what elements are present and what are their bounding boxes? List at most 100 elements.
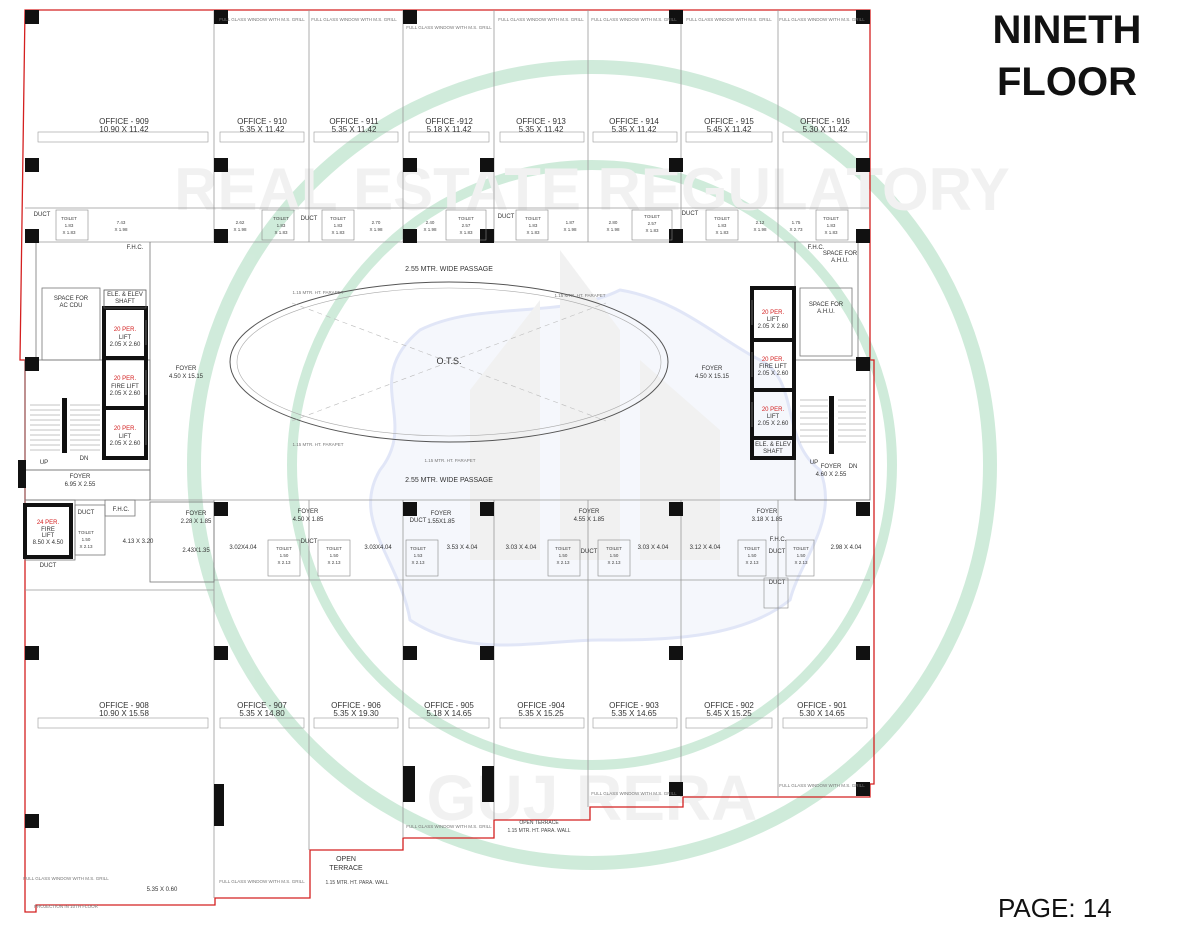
stair-up-right: UP [810, 460, 818, 466]
duct-label: DUCT [769, 580, 786, 586]
toilet-size-w: 1.83 [718, 223, 727, 228]
toilets-top-labels: TOILET 1.83 X 1.83 TOILET 1.83 X 1.83 TO… [61, 214, 839, 235]
office-906-size: 5.35 X 19.30 [333, 709, 379, 718]
balcony-h: X 1.98 [114, 227, 128, 232]
foyer-stair-right-name: FOYER [821, 464, 842, 470]
lift-right-1-size: 2.05 X 2.60 [758, 324, 789, 330]
duct-label: DUCT [498, 214, 515, 220]
balcony-w: 2.70 [372, 220, 381, 225]
parapet-notes: 1.15 MTR. HT. PARAPET 1.15 MTR. HT. PARA… [293, 290, 606, 463]
toilet-size-w: 1.83 [529, 223, 538, 228]
foyer-right-size: 4.50 X 15.15 [695, 374, 730, 380]
lift-right-3-name: LIFT [767, 414, 780, 420]
balcony-h: X 1.98 [423, 227, 437, 232]
lift-left-2-name: FIRE LIFT [111, 384, 139, 390]
building-boundary [19, 9, 875, 913]
shaft-left-outline [103, 289, 147, 309]
room-size: 3.53 X 4.04 [447, 545, 478, 551]
office-913-name: OFFICE - 913 [516, 117, 566, 126]
office-909-name: OFFICE - 909 [99, 117, 149, 126]
foyer-bottom-3-size: 1.55X1.85 [427, 519, 455, 525]
core-walls [24, 242, 871, 583]
foyer-bottom-4-name: FOYER [579, 509, 600, 515]
toilet-size-w: 1.50 [748, 553, 757, 558]
toilet-label: TOILET [606, 546, 622, 551]
foyer-left-size: 4.50 X 15.15 [169, 374, 204, 380]
room-size: 4.13 X 3.20 [123, 539, 154, 545]
toilet-label: TOILET [326, 546, 342, 551]
balcony-w: 1.87 [566, 220, 575, 225]
office-partitions-top [25, 10, 870, 243]
watermark-text: REAL ESTATE REGULATORY [174, 156, 1010, 223]
parapet-note: 1.15 MTR. HT. PARAPET [293, 290, 344, 295]
window-note: FULL GLASS WINDOW WITH M.S. GRILL [686, 17, 772, 22]
toilet-size-w: 1.50 [610, 553, 619, 558]
parapet-note: 1.15 MTR. HT. PARAPET [555, 293, 606, 298]
window-note: FULL GLASS WINDOW WITH M.S. GRILL [591, 17, 677, 22]
toilet-size-h: X 2.13 [411, 560, 425, 565]
foyer-bottom-2-name: FOYER [298, 509, 319, 515]
toilet-label: TOILET [714, 216, 730, 221]
duct-label: DUCT [34, 212, 51, 218]
staircase-left [30, 404, 100, 451]
fire-lift-left-name: FIRE [41, 527, 55, 533]
duct-label: DUCT [410, 518, 427, 524]
balcony-w: 2.62 [236, 220, 245, 225]
terrace-right-line2: 1.15 MTR. HT. PARA. WALL [507, 828, 570, 834]
toilet-size-w: 1.50 [280, 553, 289, 558]
toilet-label: TOILET [458, 216, 474, 221]
office-910-size: 5.35 X 11.42 [240, 125, 285, 134]
terrace-left-line3: 1.15 MTR. HT. PARA. WALL [325, 880, 388, 886]
foyer-bottom-3-name: FOYER [431, 511, 452, 517]
office-912-name: OFFICE -912 [425, 117, 473, 126]
toilet-size-w: 2.57 [648, 221, 657, 226]
window-note: FULL GLASS WINDOW WITH M.S. GRILL [498, 17, 584, 22]
balcony-w: 7.43 [117, 220, 126, 225]
projection-note: PROJECTION IN 10TH FLOOR [34, 904, 99, 909]
terrace-left-line1: OPEN [336, 856, 356, 863]
office-914-name: OFFICE - 914 [609, 117, 659, 126]
lift-right-2-cap: 20 PER. [762, 357, 785, 363]
window-note: FULL GLASS WINDOW WITH M.S. GRILL [779, 783, 865, 788]
lift-right-1-name: LIFT [767, 317, 780, 323]
toilet-size-w: 1.83 [277, 223, 286, 228]
fhc-left-top: F.H.C. [127, 245, 144, 251]
toilet-size-h: X 2.13 [327, 560, 341, 565]
balcony-h: X 1.98 [369, 227, 383, 232]
stair-up-left: UP [40, 460, 48, 466]
space-ahu-top-2: A.H.U. [831, 258, 849, 264]
fire-lift-left-size: 8.50 X 4.50 [33, 540, 64, 546]
duct-label: DUCT [769, 549, 786, 555]
office-904-size: 5.35 X 15.25 [518, 709, 564, 718]
passage-bottom-label: 2.55 MTR. WIDE PASSAGE [405, 477, 493, 484]
toilet-size-w: 1.83 [334, 223, 343, 228]
staircase-right [800, 399, 866, 443]
toilet-label: TOILET [273, 216, 289, 221]
stair-dn-right: DN [849, 464, 858, 470]
fire-lift-left-name2: LIFT [42, 533, 55, 539]
ots-parapet [236, 287, 662, 437]
foyer-bottom-1-size: 2.28 X 1.85 [181, 519, 212, 525]
fire-lift-left-block [23, 503, 73, 559]
ots-void [229, 281, 669, 443]
foyer-bottom-1-name: FOYER [186, 511, 207, 517]
office-905-size: 5.18 X 14.65 [426, 709, 472, 718]
toilet-label: TOILET [78, 530, 94, 535]
toilet-size-h: X 2.13 [607, 560, 621, 565]
duct-label: DUCT [301, 216, 318, 222]
lift-left-1-cap: 20 PER. [114, 327, 137, 333]
mid-room-sizes: 4.13 X 3.20 2.43X1.35 3.02X4.04 3.03X4.0… [123, 539, 862, 554]
lift-doors [145, 300, 753, 445]
lift-left-1-size: 2.05 X 2.60 [110, 342, 141, 348]
balcony-h: X 1.98 [753, 227, 767, 232]
office-913-size: 5.35 X 11.42 [519, 125, 564, 134]
office-909-size: 10.90 X 11.42 [99, 125, 149, 134]
office-901-size: 5.30 X 14.65 [799, 709, 845, 718]
office-916-size: 5.30 X 11.42 [803, 125, 848, 134]
foyer-stair-left-size: 6.95 X 2.55 [65, 482, 96, 488]
balcony-h: X 1.98 [606, 227, 620, 232]
space-ahu-mid-1: SPACE FOR [809, 302, 844, 308]
office-916-name: OFFICE - 916 [800, 117, 850, 126]
foyer-bottom-5-name: FOYER [757, 509, 778, 515]
lift-left-2-size: 2.05 X 2.60 [110, 391, 141, 397]
